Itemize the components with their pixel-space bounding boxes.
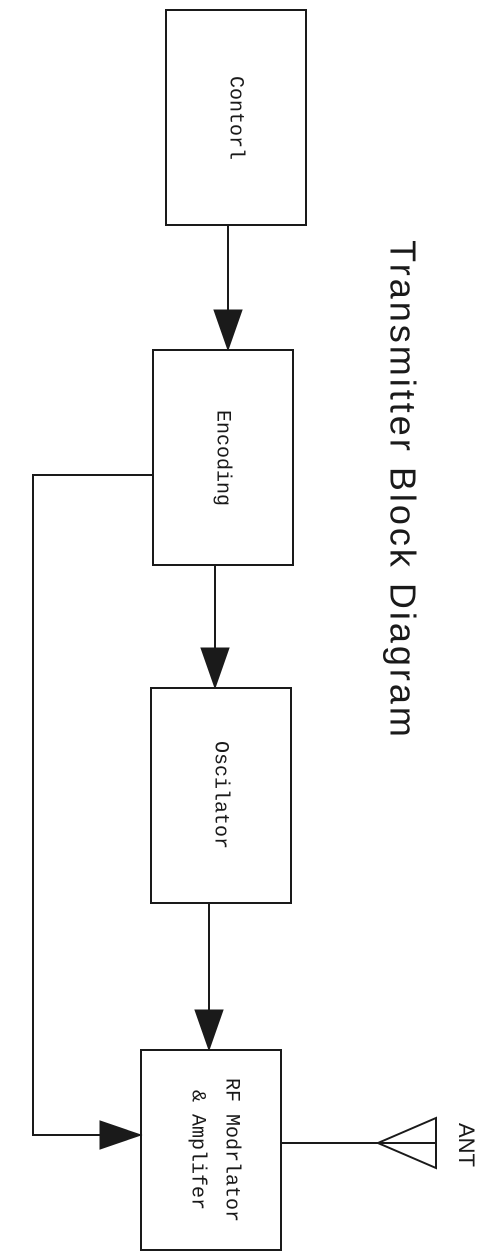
oscillator-block-label: Oscilator	[209, 741, 232, 849]
arrowhead-encoding-oscillator	[200, 647, 230, 690]
rf-modulator-label-line2: & Amplifer	[186, 1090, 209, 1210]
control-block	[165, 9, 307, 226]
arrowhead-encoding-rf	[99, 1120, 143, 1150]
antenna-icon	[375, 1116, 437, 1170]
rf-modulator-label-line1: RF Modrlator	[220, 1078, 243, 1222]
arrowhead-control-encoding	[213, 309, 243, 352]
encoding-block	[152, 349, 294, 566]
control-block-label: Contorl	[224, 76, 247, 160]
antenna-label: ANT	[454, 1123, 479, 1167]
encoding-block-label: Encoding	[211, 410, 234, 506]
rf-modulator-block	[140, 1049, 282, 1251]
arrowhead-oscillator-rf	[194, 1009, 224, 1052]
oscillator-block	[150, 687, 292, 904]
diagram-title: Transmitter Block Diagram	[382, 240, 423, 740]
connector-encoding-rf-bypass	[32, 474, 153, 1136]
